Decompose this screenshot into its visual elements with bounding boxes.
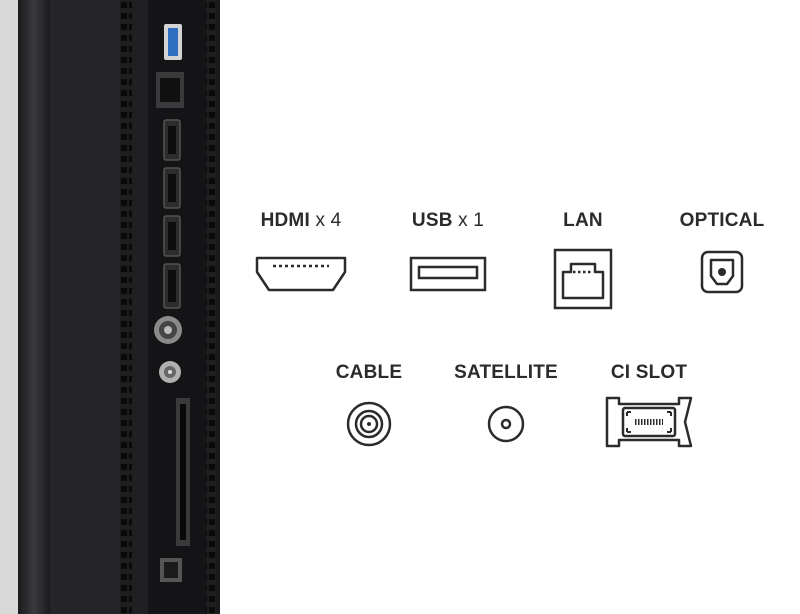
panel-optical-port bbox=[160, 558, 182, 582]
panel-hdmi-port bbox=[163, 119, 181, 161]
panel-lan-port bbox=[156, 72, 184, 108]
panel-satellite-port bbox=[159, 361, 181, 383]
port-optical: OPTICAL bbox=[670, 210, 774, 294]
vent-right bbox=[206, 0, 216, 614]
panel-usb-port bbox=[164, 24, 182, 60]
port-satellite: SATELLITE bbox=[448, 362, 564, 444]
tv-back-panel bbox=[0, 0, 220, 614]
port-satellite-label: SATELLITE bbox=[454, 362, 558, 383]
panel-hdmi-port bbox=[163, 167, 181, 209]
port-usb: USB x 1 bbox=[398, 210, 498, 292]
lan-icon bbox=[553, 248, 613, 310]
port-hdmi-label: HDMI x 4 bbox=[260, 210, 342, 231]
port-hdmi: HDMI x 4 bbox=[248, 210, 354, 294]
panel-hdmi-port bbox=[163, 263, 181, 309]
port-optical-label: OPTICAL bbox=[679, 210, 765, 231]
satellite-icon bbox=[487, 405, 525, 443]
cable-icon bbox=[346, 401, 392, 447]
panel-cable-port bbox=[154, 316, 182, 344]
port-cable: CABLE bbox=[326, 362, 412, 448]
hdmi-icon bbox=[255, 256, 347, 292]
vent-left bbox=[120, 0, 132, 614]
port-lan: LAN bbox=[540, 210, 626, 310]
usb-icon bbox=[409, 256, 487, 292]
port-ci-slot: CI SLOT bbox=[600, 362, 698, 448]
port-lan-label: LAN bbox=[563, 210, 603, 231]
panel-ci-slot bbox=[176, 398, 190, 546]
optical-icon bbox=[700, 250, 744, 294]
port-cable-label: CABLE bbox=[335, 362, 403, 383]
panel-edge bbox=[18, 0, 50, 614]
panel-hdmi-port bbox=[163, 215, 181, 257]
panel-body bbox=[50, 0, 122, 614]
ci-slot-icon bbox=[605, 396, 693, 448]
port-usb-label: USB x 1 bbox=[411, 210, 485, 231]
port-ci-slot-label: CI SLOT bbox=[610, 362, 688, 383]
